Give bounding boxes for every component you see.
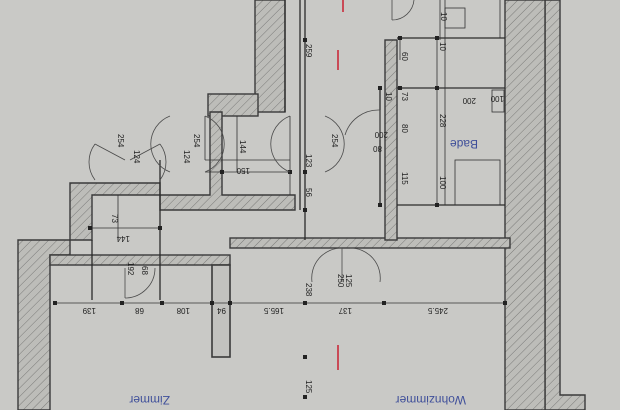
- dim-165-5: 165.5: [263, 306, 284, 315]
- dim-125: 125: [304, 380, 313, 394]
- upper-shaft-wall: [207, 93, 259, 117]
- dim-80: 80: [400, 124, 409, 133]
- dim-259: 259: [304, 44, 313, 58]
- outer-walls: [17, 0, 586, 410]
- bath-fixtures: [444, 7, 505, 206]
- dim-125-door: 125: [344, 274, 353, 288]
- door-right-double: [270, 115, 345, 173]
- dim-124-mid: 124: [182, 150, 191, 164]
- dimension-labels: 259 10 60 10 10 73 200 228 80 115 100 10…: [82, 12, 504, 394]
- dim-238: 238: [304, 283, 313, 297]
- dim-254-left: 254: [116, 134, 125, 148]
- dim-139: 139: [82, 306, 96, 315]
- doors: [88, 0, 415, 299]
- dim-73: 73: [400, 92, 409, 101]
- dim-254-mid: 254: [192, 134, 201, 148]
- door-middle-double: [150, 115, 225, 173]
- dim-228: 228: [438, 114, 447, 128]
- dim-10-left: 10: [384, 92, 393, 101]
- dim-137: 137: [338, 306, 352, 315]
- dim-56: 56: [304, 188, 313, 197]
- door-top-right: [391, 0, 415, 21]
- room-labels: Bade Zimmer Wohnzimmer: [129, 137, 478, 407]
- dim-144-left: 144: [116, 234, 130, 243]
- pillar: [211, 264, 231, 358]
- dim-60: 60: [400, 52, 409, 61]
- dim-73-left: 73: [110, 214, 119, 223]
- dim-94: 94: [217, 306, 226, 315]
- door-wohnzimmer: [311, 247, 381, 283]
- wc: [444, 7, 466, 29]
- dimension-ticks: [53, 36, 507, 399]
- bathtub: [454, 159, 501, 206]
- dim-10-top: 10: [439, 12, 448, 21]
- dim-124-left: 124: [132, 150, 141, 164]
- dim-100: 100: [438, 176, 447, 190]
- section-lines: [337, 0, 344, 370]
- bath-left-wall: [384, 39, 398, 241]
- top-left-wall: [254, 0, 286, 113]
- door-left-double: [88, 143, 167, 181]
- dim-245-5: 245.5: [427, 306, 448, 315]
- room-label-bad: Bade: [450, 137, 478, 151]
- dim-254-right: 254: [330, 134, 339, 148]
- room-label-wohnzimmer: Wohnzimmer: [396, 393, 466, 407]
- dim-144-top: 144: [238, 140, 247, 154]
- room-label-zimmer: Zimmer: [129, 393, 170, 407]
- dim-200-door: 200: [374, 130, 388, 139]
- dim-123: 123: [304, 154, 313, 168]
- dim-108: 108: [176, 306, 190, 315]
- dim-80-door: 80: [373, 144, 382, 153]
- inner-lines: [55, 0, 505, 304]
- corridor-wall: [229, 237, 511, 249]
- dim-68: 68: [135, 306, 144, 315]
- sink: [491, 89, 505, 113]
- door-zimmer: [124, 267, 156, 299]
- left-step-wall: [69, 182, 161, 241]
- dim-150: 150: [236, 166, 250, 175]
- dim-115: 115: [400, 172, 409, 185]
- inner-step-wall: [159, 111, 296, 211]
- door-bath: [344, 109, 381, 140]
- dim-250: 250: [336, 274, 345, 288]
- right-wall: [504, 0, 546, 410]
- dim-192: 192: [126, 262, 135, 276]
- dim-100-bath: 100: [490, 94, 504, 103]
- dim-10-mid: 10: [438, 42, 447, 51]
- dim-200: 200: [462, 96, 476, 105]
- left-room-top-wall: [49, 254, 231, 266]
- dim-68-door: 68: [140, 266, 149, 275]
